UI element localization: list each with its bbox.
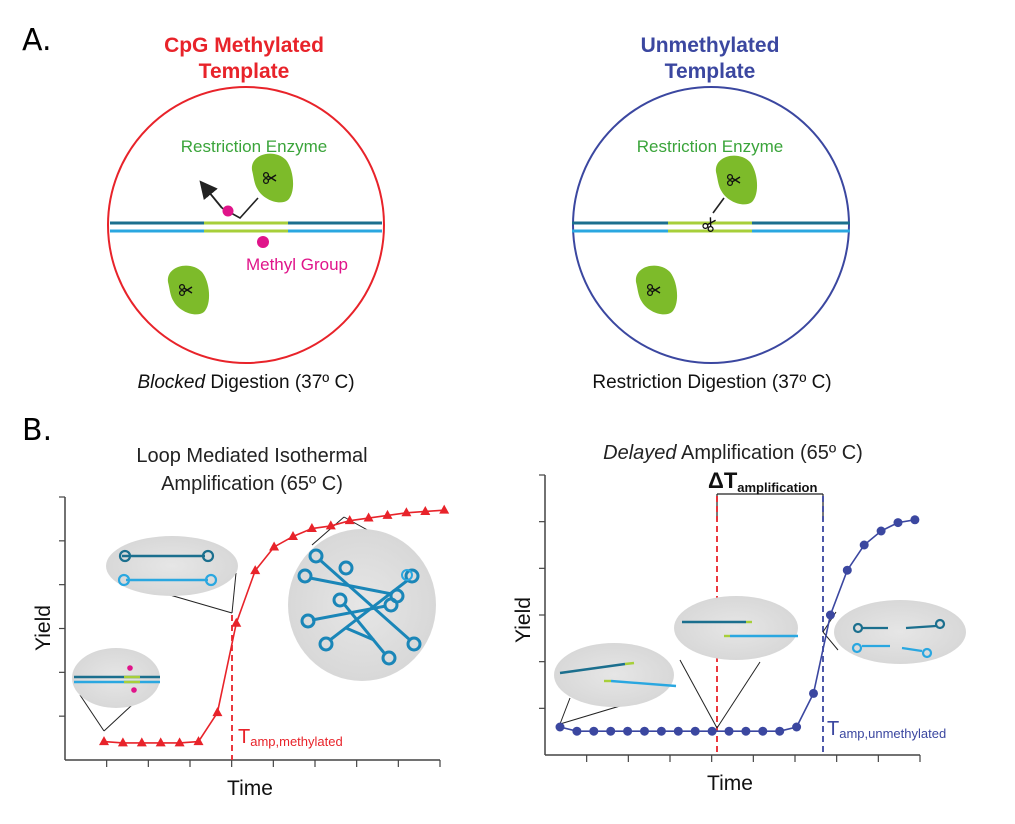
left-data-point — [363, 512, 374, 522]
left-data-point — [193, 736, 204, 746]
right-data-point — [640, 726, 649, 736]
blocked-arrow — [199, 180, 223, 209]
unmethylated-caption: Restriction Digestion (37º C) — [592, 372, 831, 393]
left-data-point — [344, 515, 355, 525]
left-data-point — [401, 507, 412, 517]
methyl-group-label: Methyl Group — [246, 255, 348, 274]
left-data-point — [155, 737, 166, 747]
right-y-axis-label: Yield — [512, 597, 535, 643]
left-bubble-late — [288, 516, 436, 681]
left-data-point — [231, 617, 242, 627]
left-chart-title-line1: Loop Mediated Isothermal — [136, 445, 367, 467]
right-data-point — [724, 726, 734, 736]
right-data-point — [572, 726, 582, 736]
methyl-group-top — [222, 205, 234, 217]
left-chart-ticks — [59, 496, 441, 767]
right-data-point — [859, 540, 869, 550]
left-bubble-mid — [106, 536, 238, 614]
right-data-point — [741, 726, 751, 736]
right-data-point — [623, 726, 633, 736]
left-data-point — [288, 530, 298, 540]
methylated-enzyme-bound — [252, 154, 293, 203]
unmethylated-enzyme-free — [636, 266, 677, 315]
delta-t-bracket — [716, 493, 824, 520]
left-data-point — [269, 541, 280, 551]
left-data-point — [212, 707, 223, 717]
right-data-point — [825, 610, 835, 620]
right-data-point — [876, 526, 886, 536]
right-data-point — [809, 688, 818, 698]
left-data-point — [99, 736, 109, 746]
left-chart-series — [99, 504, 450, 747]
right-x-axis-label: Time — [707, 772, 753, 795]
left-data-point — [325, 520, 336, 530]
right-chart-ticks — [539, 474, 921, 762]
right-data-point — [589, 726, 599, 736]
delta-t-label: ΔTamplification — [708, 468, 818, 495]
left-data-point — [420, 505, 431, 515]
unmethylated-enzyme-bound — [716, 156, 757, 205]
left-data-point — [250, 565, 261, 575]
left-y-axis-label: Yield — [32, 605, 55, 651]
methylated-caption: Blocked Digestion (37º C) — [137, 372, 354, 393]
unmethylated-title-line1: Unmethylated — [641, 34, 780, 57]
right-data-point — [775, 726, 785, 736]
methylated-enzyme-free — [168, 266, 209, 315]
left-data-point — [382, 509, 393, 519]
left-bubble-early — [72, 648, 160, 732]
right-chart-series — [555, 515, 920, 736]
right-data-point — [606, 726, 616, 736]
panel-b-label: B. — [22, 413, 52, 448]
right-bubble-mid — [674, 596, 798, 729]
right-data-point — [673, 726, 683, 736]
panel-a-label: A. — [22, 23, 52, 58]
right-data-point — [792, 722, 802, 732]
methylated-dna-strands — [110, 221, 382, 233]
right-bubble-late — [822, 600, 966, 664]
methyl-group-bottom — [257, 236, 269, 248]
methylated-template-circle — [107, 86, 385, 364]
left-data-point — [174, 737, 185, 747]
right-data-point — [707, 726, 717, 736]
left-data-point — [439, 504, 450, 514]
unmethylated-template-circle — [572, 86, 850, 364]
unmethylated-title-line2: Template — [665, 60, 756, 83]
right-data-point — [555, 722, 565, 732]
left-threshold-label: Tamp,methylated — [238, 726, 343, 749]
unmethylated-enzyme-label: Restriction Enzyme — [637, 137, 783, 156]
right-data-point — [910, 515, 920, 525]
right-data-point — [893, 518, 903, 528]
left-data-point — [306, 523, 317, 533]
right-data-point — [690, 726, 700, 736]
cut-line — [712, 197, 725, 214]
left-data-point — [117, 737, 128, 747]
right-data-point — [842, 565, 852, 575]
right-threshold-label: Tamp,unmethylated — [827, 718, 946, 741]
right-chart-title: Delayed Amplification (65º C) — [603, 442, 863, 464]
left-data-point — [136, 737, 147, 747]
methylated-enzyme-label: Restriction Enzyme — [181, 137, 327, 156]
left-chart-title-line2: Amplification (65º C) — [161, 473, 343, 495]
methylated-title-line2: Template — [199, 60, 290, 83]
right-series-line — [559, 519, 916, 733]
right-data-point — [758, 726, 768, 736]
right-bubble-early — [554, 643, 677, 725]
left-x-axis-label: Time — [227, 777, 273, 800]
right-data-point — [656, 726, 666, 736]
methylated-title-line1: CpG Methylated — [164, 34, 324, 57]
